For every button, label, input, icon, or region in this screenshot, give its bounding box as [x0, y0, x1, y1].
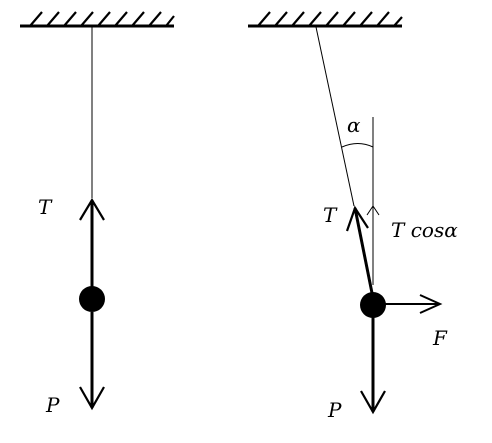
left-ceiling-support [20, 11, 175, 28]
left-tension-label: T [38, 195, 53, 219]
right-tension-arrow [345, 205, 374, 294]
right-bob [360, 292, 386, 318]
vertical-component-label: T cosα [391, 218, 458, 242]
angle-label: α [347, 113, 361, 137]
left-bob [79, 286, 105, 312]
left-pendulum: T P [20, 11, 175, 417]
left-weight-arrow [79, 312, 105, 411]
force-label: F [432, 326, 448, 350]
right-weight-arrow [360, 316, 386, 415]
right-thread [315, 26, 355, 207]
left-weight-label: P [45, 393, 60, 417]
right-pendulum: α T T cosα F P [248, 11, 458, 422]
left-tension-arrow [79, 197, 105, 288]
angle-arc [341, 143, 374, 148]
vertical-component-arrow [366, 205, 380, 216]
right-tension-label: T [323, 203, 338, 227]
force-arrow [385, 294, 443, 314]
right-weight-label: P [327, 398, 342, 422]
right-ceiling-support [248, 11, 403, 28]
